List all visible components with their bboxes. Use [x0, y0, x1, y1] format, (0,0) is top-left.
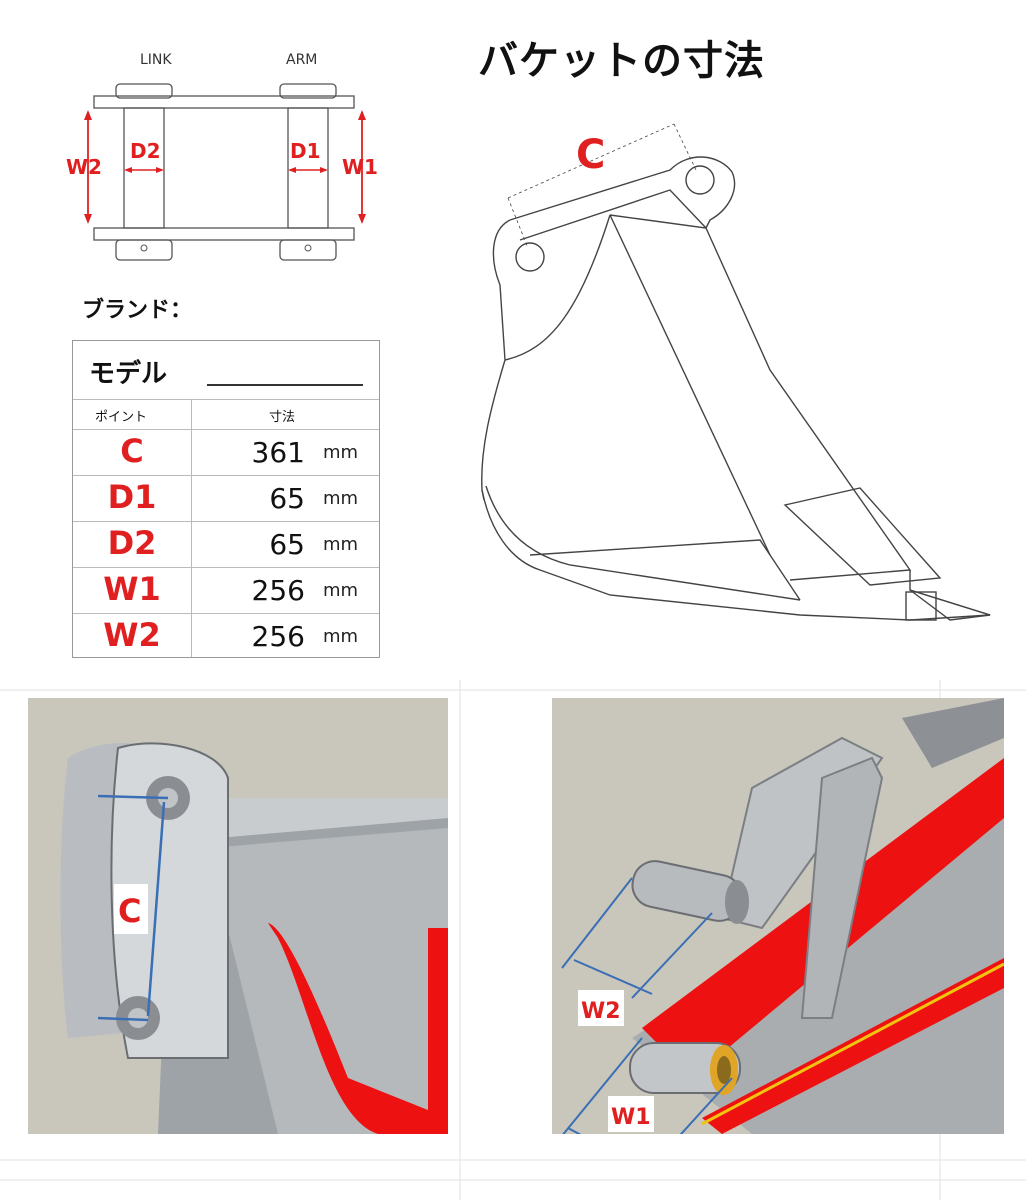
model-input-line [207, 384, 363, 386]
unit: mm [323, 580, 359, 601]
d1-label: D1 [290, 139, 321, 163]
w2-label: W2 [66, 155, 102, 179]
table-row: D1 65 mm [73, 475, 379, 521]
table-row: C 361 mm [73, 429, 379, 475]
unit: mm [323, 534, 359, 555]
point-label: C [120, 432, 144, 470]
bucket-c-label: C [576, 132, 605, 178]
page-title: バケットの寸法 [478, 38, 765, 84]
table-row: W1 256 mm [73, 567, 379, 613]
photo-w1-label: W1 [611, 1105, 651, 1130]
w1-label: W1 [342, 155, 378, 179]
value: 256 [251, 574, 305, 607]
value: 361 [251, 436, 305, 469]
header-size: 寸法 [269, 410, 296, 425]
arm-photo-w: W2 W1 [552, 698, 1004, 1134]
unit: mm [323, 488, 359, 509]
point-label: W2 [103, 616, 161, 654]
d2-label: D2 [130, 139, 161, 163]
point-label: D1 [107, 478, 157, 516]
point-label: D2 [107, 524, 157, 562]
spec-table: モデル ポイント 寸法 C 361 mm D1 65 mm D2 65 mm W… [72, 340, 380, 658]
point-label: W1 [103, 570, 161, 608]
table-row: W2 256 mm [73, 613, 379, 657]
photo-c-label: C [118, 892, 141, 930]
table-row: D2 65 mm [73, 521, 379, 567]
arm-label: ARM [286, 52, 317, 68]
header-point: ポイント [95, 410, 148, 425]
table-header-row: ポイント 寸法 [73, 399, 379, 429]
unit: mm [323, 626, 359, 647]
model-label: モデル [89, 359, 168, 389]
arm-photo-c: C [28, 698, 448, 1134]
value: 256 [251, 620, 305, 653]
bucket-diagram: C [481, 123, 991, 621]
unit: mm [323, 442, 359, 463]
brand-label: ブランド： [82, 298, 193, 323]
link-label: LINK [140, 52, 172, 68]
pin-diagram: LINK ARM W2 D2 D1 W1 [66, 52, 378, 261]
value: 65 [269, 482, 305, 515]
value: 65 [269, 528, 305, 561]
photo-w2-label: W2 [581, 999, 621, 1024]
